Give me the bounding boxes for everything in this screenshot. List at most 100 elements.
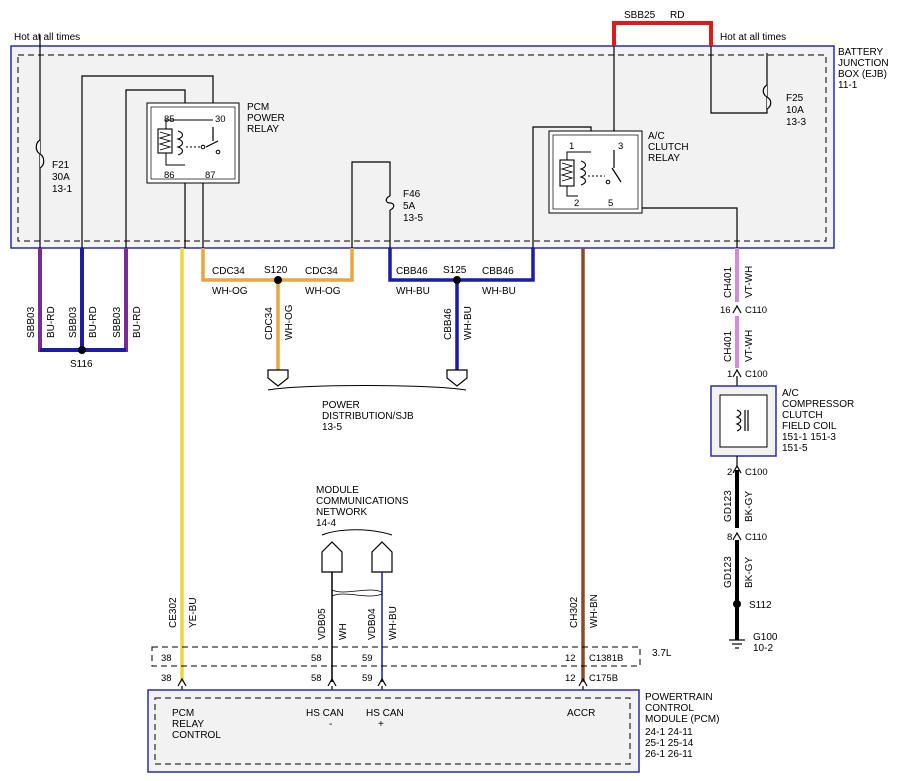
field-coil-icon xyxy=(735,409,742,432)
hs-can-plus-1: HS CAN xyxy=(366,708,404,719)
pcm-relay-pin-87: 87 xyxy=(205,170,216,181)
engine-label: 3.7L xyxy=(652,648,672,659)
ch401-label-1: CH401 xyxy=(723,266,734,298)
wh-og-label-drop: WH-OG xyxy=(284,304,295,340)
c1381b-pin-58: 58 xyxy=(311,653,322,664)
sbb03-wires: SBB03 BU-RD SBB03 BU-RD SBB03 BU-RD S116 xyxy=(26,248,143,370)
ce302-wire: CE302 YE-BU xyxy=(168,248,199,682)
connector-c1381b: 38 58 59 12 C1381B 3.7L xyxy=(151,646,672,667)
c100-bot-pin: 2 xyxy=(727,467,732,478)
pcm-relay-ctrl-1: PCM xyxy=(172,708,194,719)
ejb-title-4: 11-1 xyxy=(838,80,858,91)
power-distribution-ref: POWER DISTRIBUTION/SJB 13-5 xyxy=(267,385,467,433)
pcm-title-2: CONTROL xyxy=(645,703,694,714)
pcm-relay-coil-icon xyxy=(157,128,173,154)
pcm-relay-label-2: POWER xyxy=(247,113,285,124)
s120-label: S120 xyxy=(264,265,288,276)
c1381b-name: C1381B xyxy=(589,653,623,664)
f25-name: F25 xyxy=(786,93,804,104)
f46-name: F46 xyxy=(403,189,421,200)
pcm-relay-label-1: PCM xyxy=(247,102,269,113)
hs-can-minus-1: HS CAN xyxy=(306,708,344,719)
gd123-label-1: GD123 xyxy=(723,490,734,522)
ac-relay-label-3: RELAY xyxy=(648,153,680,164)
ejb-title-1: BATTERY xyxy=(838,47,884,58)
ac-relay-pin-5: 5 xyxy=(608,198,613,209)
bu-rd-label-1: BU-RD xyxy=(46,306,57,338)
c1381b-pin-59: 59 xyxy=(362,653,373,664)
sbb03-label-3: SBB03 xyxy=(112,306,123,338)
cdc34-wires: CDC34 WH-OG S120 CDC34 WH-OG CDC34 WH-OG xyxy=(201,248,354,387)
ground-icon xyxy=(729,639,745,649)
vdb04-label: VDB04 xyxy=(367,608,378,640)
vt-wh-label-2: VT-WH xyxy=(744,330,755,362)
f46-rating: 5A xyxy=(403,201,416,212)
mcn-2: COMMUNICATIONS xyxy=(316,496,409,507)
pcm-relay-label-3: RELAY xyxy=(247,124,279,135)
pcm-relay-pin-85: 85 xyxy=(164,114,175,125)
gd123-label-2: GD123 xyxy=(723,556,734,588)
c110-top-pin: 16 xyxy=(720,305,731,316)
s116-label: S116 xyxy=(70,359,93,370)
cdc34-label-drop: CDC34 xyxy=(264,307,275,340)
s125-label: S125 xyxy=(443,265,467,276)
ground-name: G100 xyxy=(753,632,778,643)
sbb03-label-1: SBB03 xyxy=(26,306,37,338)
c175b-pin-38: 38 xyxy=(161,673,172,684)
c175b-pin-12: 12 xyxy=(565,673,576,684)
mcn-1: MODULE xyxy=(316,485,359,496)
f21-rating: 30A xyxy=(52,172,70,183)
compressor-2: COMPRESSOR xyxy=(782,399,854,410)
cdc34-label-left: CDC34 xyxy=(212,266,245,277)
vt-wh-label-1: VT-WH xyxy=(744,266,755,298)
power-dist-3: 13-5 xyxy=(322,422,342,433)
f25-rating: 10A xyxy=(786,105,804,116)
f25-ref: 13-3 xyxy=(786,117,806,128)
pcm-ref-1: 24-1 24-11 xyxy=(645,727,693,738)
compressor-6: 151-5 xyxy=(782,443,808,454)
sbb03-label-2: SBB03 xyxy=(68,306,79,338)
ch401-wire: CH401 VT-WH CH401 VT-WH 16 C110 1 C100 xyxy=(720,248,768,388)
ch302-wire: CH302 WH-BN xyxy=(569,248,600,682)
power-dist-connector-left-icon xyxy=(267,369,289,387)
pcm-ref-3: 26-1 26-11 xyxy=(645,749,693,760)
cbb46-label-drop: CBB46 xyxy=(443,308,454,340)
accr-label: ACCR xyxy=(567,708,595,719)
pcm-ref-2: 25-1 25-14 xyxy=(645,738,694,749)
c100-top-pin: 1 xyxy=(727,369,732,380)
compressor-4: FIELD COIL xyxy=(782,421,837,432)
wh-bu-label-can: WH-BU xyxy=(388,606,399,640)
power-dist-1: POWER xyxy=(322,400,360,411)
mcn-3: NETWORK xyxy=(316,507,367,518)
hs-can-minus-2: - xyxy=(329,719,332,730)
gd123-wire: 2 C100 GD123 BK-GY 8 C110 GD123 BK-GY S1… xyxy=(723,456,778,654)
hot-at-all-times-left: Hot at all times xyxy=(14,32,80,43)
sbb25-wire: SBB25 RD xyxy=(612,10,713,46)
c175b-pin-58: 58 xyxy=(311,673,322,684)
ac-relay-pin-2: 2 xyxy=(574,198,579,209)
cdc34-label-right: CDC34 xyxy=(305,266,338,277)
ac-relay-label-2: CLUTCH xyxy=(648,142,689,153)
mcn-connector-right-icon xyxy=(371,541,393,573)
ac-clutch-relay: 1 3 2 5 A/C CLUTCH RELAY xyxy=(548,130,689,214)
cbb46-wires: CBB46 WH-BU S125 CBB46 WH-BU CBB46 WH-BU xyxy=(388,248,535,387)
sbb25-label: SBB25 xyxy=(624,10,656,21)
cbb46-label-right: CBB46 xyxy=(482,266,514,277)
f21-ref: 13-1 xyxy=(52,184,72,195)
hot-at-all-times-right: Hot at all times xyxy=(720,32,786,43)
f46-ref: 13-5 xyxy=(403,213,423,224)
ch401-label-2: CH401 xyxy=(723,330,734,362)
c110-bot-name: C110 xyxy=(745,532,767,543)
c100-bot-name: C100 xyxy=(745,467,768,478)
ce302-label: CE302 xyxy=(168,597,179,628)
pcm-title-1: POWERTRAIN xyxy=(645,692,713,703)
ch302-label: CH302 xyxy=(569,596,580,628)
c175b-pin-59: 59 xyxy=(362,673,373,684)
pcm-module: PCM RELAY CONTROL HS CAN - HS CAN + ACCR… xyxy=(147,689,719,773)
pcm-relay-pin-86: 86 xyxy=(164,170,175,181)
c175b-name: C175B xyxy=(589,673,618,684)
c110-bot-pin: 8 xyxy=(727,532,732,543)
mcn-4: 14-4 xyxy=(316,518,336,529)
